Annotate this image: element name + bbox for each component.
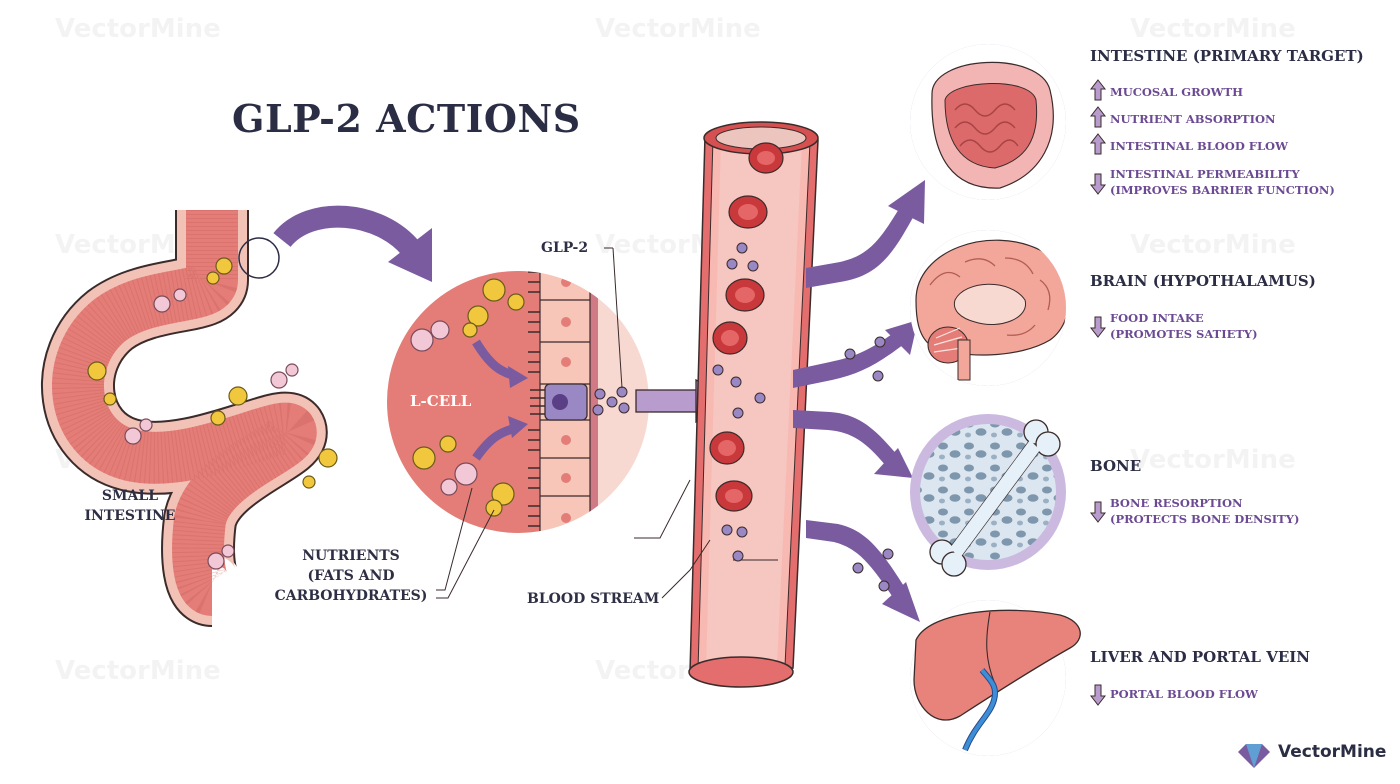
effect-item: FOOD INTAKE (PROMOTES SATIETY) bbox=[1110, 310, 1258, 342]
watermark: VectorMine bbox=[595, 14, 761, 44]
glp2-label: GLP-2 bbox=[541, 240, 589, 256]
vectormine-logo-icon bbox=[1238, 744, 1270, 768]
watermark: VectorMine bbox=[1130, 445, 1296, 475]
watermark: VectorMine bbox=[55, 14, 221, 44]
effect-text: INTESTINAL BLOOD FLOW bbox=[1110, 139, 1288, 153]
secretion-arrow bbox=[635, 389, 699, 413]
organ-title-brain: BRAIN (HYPOTHALAMUS) bbox=[1090, 272, 1316, 290]
effect-text: FOOD INTAKE (PROMOTES SATIETY) bbox=[1110, 311, 1258, 341]
blood-vessel bbox=[688, 121, 819, 688]
effect-arrows bbox=[1089, 79, 1107, 706]
liver-organ bbox=[910, 600, 1081, 756]
organ-title-bone: BONE bbox=[1090, 457, 1142, 475]
effect-item: BONE RESORPTION (PROTECTS BONE DENSITY) bbox=[1110, 495, 1299, 527]
effect-item: PORTAL BLOOD FLOW bbox=[1110, 686, 1258, 702]
brain-organ bbox=[910, 230, 1066, 386]
logo-text: VectorMine bbox=[1278, 742, 1387, 762]
effect-text: NUTRIENT ABSORPTION bbox=[1110, 112, 1276, 126]
nutrients-label: NUTRIENTS (FATS AND CARBOHYDRATES) bbox=[274, 548, 428, 604]
effect-text: PORTAL BLOOD FLOW bbox=[1110, 687, 1258, 701]
intestine-organ bbox=[910, 44, 1066, 200]
bone-organ bbox=[910, 414, 1066, 577]
effect-item: INTESTINAL PERMEABILITY (IMPROVES BARRIE… bbox=[1110, 166, 1335, 198]
l-cell-label: L-CELL bbox=[410, 392, 472, 410]
organ-title-intestine: INTESTINE (PRIMARY TARGET) bbox=[1090, 47, 1364, 65]
small-intestine-label: SMALL INTESTINE bbox=[84, 488, 176, 524]
small-intestine-illustration bbox=[41, 210, 338, 627]
zoom-arrow bbox=[273, 205, 421, 258]
leader-lines bbox=[436, 247, 711, 599]
watermark: VectorMine bbox=[55, 656, 221, 686]
effect-text: BONE RESORPTION (PROTECTS BONE DENSITY) bbox=[1110, 496, 1300, 526]
effect-item: MUCOSAL GROWTH bbox=[1110, 84, 1243, 100]
vectormine-logo: VectorMine bbox=[1242, 742, 1386, 762]
organ-title-liver: LIVER AND PORTAL VEIN bbox=[1090, 648, 1310, 666]
effect-text: INTESTINAL PERMEABILITY (IMPROVES BARRIE… bbox=[1110, 167, 1335, 197]
page-title: GLP-2 ACTIONS bbox=[232, 96, 581, 141]
glp2-molecules bbox=[844, 336, 894, 592]
effect-item: INTESTINAL BLOOD FLOW bbox=[1110, 138, 1288, 154]
zoom-arrowhead bbox=[388, 228, 432, 282]
effect-item: NUTRIENT ABSORPTION bbox=[1110, 111, 1276, 127]
watermark: VectorMine bbox=[1130, 14, 1296, 44]
watermark: VectorMine bbox=[1130, 230, 1296, 260]
effect-text: MUCOSAL GROWTH bbox=[1110, 85, 1243, 99]
blood-stream-label: BLOOD STREAM bbox=[527, 591, 660, 607]
l-cell-zoom-circle bbox=[385, 269, 651, 535]
